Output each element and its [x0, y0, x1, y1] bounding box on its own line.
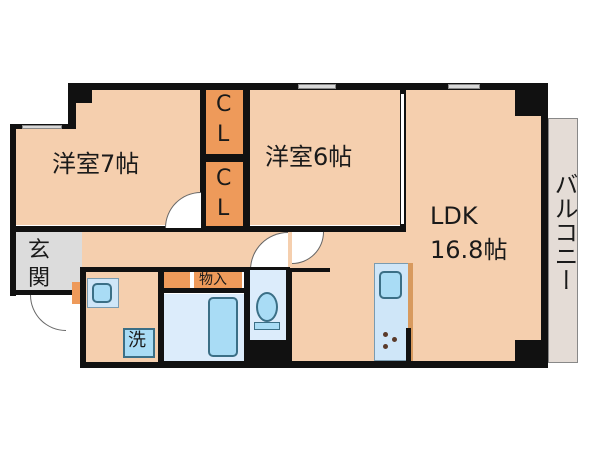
window-ldk — [448, 84, 480, 89]
bathtub-icon — [208, 297, 238, 357]
wall-bath-storage — [164, 288, 244, 293]
wall-entrance-bottom — [10, 290, 82, 295]
notch-corner — [10, 83, 68, 124]
stove-icon — [378, 326, 408, 356]
kitchen-edge — [408, 263, 413, 361]
washer-label: 洗 — [128, 330, 146, 351]
entrance-shoe-closet — [72, 282, 80, 304]
window-room7 — [22, 125, 62, 129]
room-western-6-label: 洋室6帖 — [265, 143, 353, 171]
entrance-label-2: 関 — [28, 266, 51, 291]
ldk-label-line2: 16.8帖 — [430, 236, 508, 264]
washer-box — [123, 328, 155, 358]
closet-1 — [206, 90, 243, 154]
toilet-icon — [256, 292, 278, 322]
closet-1-c: C — [216, 92, 232, 117]
outer-wall-left-upper — [10, 124, 16, 234]
wall-wet-top — [80, 267, 290, 272]
pillar-top-left — [68, 83, 92, 103]
wall-mid-horizontal — [10, 226, 406, 232]
outer-wall-right — [541, 83, 548, 368]
outer-wall-bottom — [80, 361, 548, 368]
toilet-tank — [254, 322, 280, 330]
ldk-label-line1: LDK — [430, 202, 478, 230]
wall-toilet-bottom — [244, 340, 290, 365]
room-ldk — [406, 90, 541, 361]
storage-label: 物入 — [199, 272, 227, 288]
washbasin-icon — [92, 283, 112, 303]
wall-bath-left — [158, 272, 164, 364]
pillar-ldk-top-right — [515, 88, 545, 116]
closet-1-l: L — [217, 122, 230, 147]
pillar-ldk-bottom-right — [515, 340, 545, 365]
entrance-label-1: 玄 — [28, 238, 51, 263]
entrance — [16, 232, 82, 290]
sliding-door-room6[interactable] — [401, 94, 404, 224]
closet-2-c: C — [216, 166, 232, 191]
room-western-7-label: 洋室7帖 — [52, 150, 140, 178]
window-room6 — [298, 84, 336, 89]
balcony-label: バルコニー — [550, 172, 578, 292]
bottom-left-empty — [0, 296, 80, 450]
wall-entrance-left — [10, 232, 16, 296]
kitchen-sink-icon — [379, 271, 402, 299]
wall-ldk-partition — [290, 268, 330, 272]
kitchen-wall — [406, 328, 411, 364]
wall-step — [68, 103, 76, 127]
wall-toilet-left — [244, 270, 250, 364]
storage — [164, 272, 190, 288]
closet-2 — [206, 162, 243, 226]
balcony — [548, 118, 578, 363]
room-western-6 — [250, 90, 402, 225]
closet-2-l: L — [217, 196, 230, 221]
wall-toilet-right — [286, 270, 292, 365]
storage-main — [194, 272, 242, 288]
